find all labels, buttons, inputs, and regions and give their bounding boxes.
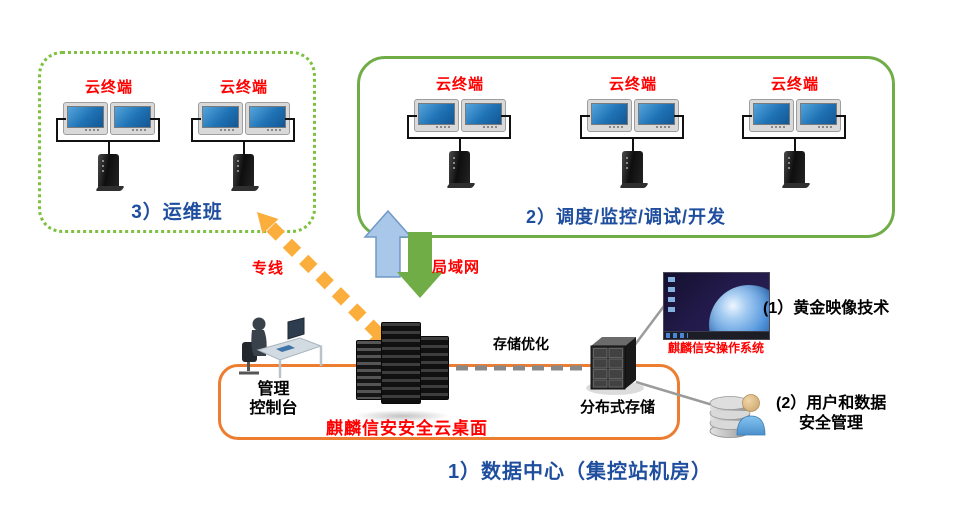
cloud-desktop-label: 麒麟信安安全云桌面 [326,419,488,438]
monitor-screen [67,106,104,128]
chair-post [247,362,250,371]
zone-ops-team: 云终端 云终端 3）运维班 [38,51,316,233]
keyboard [276,345,295,352]
cloud-terminal-label: 云终端 [608,76,657,93]
server-tower [356,340,382,400]
monitor-icon [634,99,679,132]
feature-golden-image-label: (1）黄金映像技术 [763,300,890,317]
cable-bracket [407,115,511,139]
admin-console-label: 管理 控制台 [231,380,316,418]
cloud-terminal-label: 云终端 [219,79,268,96]
monitor-buttons [771,126,786,128]
thin-client-icon [784,151,805,185]
monitor-screen [418,103,455,125]
database-cylinders [709,396,751,438]
monitor-icon [749,99,794,132]
monitor-icon [414,99,459,132]
storage-top-face [591,337,636,346]
admin-console-line1: 管理 [257,381,290,398]
dual-monitors [587,99,679,132]
cloud-terminal-group: 云终端 [189,76,299,192]
storage-drive-slots [593,348,623,388]
cable-bracket [742,115,846,139]
monitor-buttons [267,129,282,131]
monitor-screen [249,106,286,128]
feature-user-data-line1: (2）用户和数据 [776,395,887,412]
monitor-icon [461,99,506,132]
distributed-storage-label: 分布式存储 [579,399,655,416]
cable-stem [632,139,634,151]
zone-dispatch-label: 2）调度/监控/调试/开发 [525,207,726,227]
monitor-screen [638,103,675,125]
thin-client-icon [233,154,254,188]
private-line-label: 专线 [252,260,285,277]
server-tower [381,322,421,404]
feature-user-data-line2: 安全管理 [799,415,864,432]
cloud-terminal-label: 云终端 [435,76,484,93]
cloud-terminal-group: 云终端 [405,73,515,189]
monitor-screen [114,106,151,128]
datacenter-title: 1）数据中心（集控站机房） [447,461,713,483]
storage-side-face [625,337,636,389]
thin-client-icon [98,154,119,188]
cable-bracket [56,118,160,142]
monitor-buttons [85,129,100,131]
monitor-buttons [483,126,498,128]
monitor-icon [198,102,243,135]
cloud-terminal-group: 云终端 [578,73,688,189]
monitor-screen [753,103,790,125]
cloud-terminal-group: 云终端 [740,73,850,189]
monitor-buttons [436,126,451,128]
user-avatar [736,394,766,436]
cable-stem [243,142,245,154]
monitor-screen [202,106,239,128]
monitor-screen [591,103,628,125]
monitor-buttons [609,126,624,128]
desktop-icons [668,277,675,316]
cable-stem [794,139,796,151]
cloud-desktop-servers-icon [348,318,456,422]
monitor-buttons [220,129,235,131]
dual-monitors [414,99,506,132]
storage-optimization-label: 存储优化 [493,336,549,352]
monitor-screen [465,103,502,125]
admin-workstation-icon [239,317,323,378]
taskbar [664,331,769,339]
zone-dispatch: 云终端 云终端 云终端 [357,56,895,238]
cable-bracket [580,115,684,139]
server-tower [420,336,449,400]
cloud-terminal-group: 云终端 [54,76,164,192]
monitor-buttons [656,126,671,128]
monitor-icon [587,99,632,132]
monitor-buttons [132,129,147,131]
distributed-storage-icon [586,337,644,395]
cable-stem [108,142,110,154]
cable-stem [459,139,461,151]
monitor-icon [63,102,108,135]
kylinsec-os-screenshot [663,272,770,340]
cable-bracket [191,118,295,142]
dual-monitors [198,102,290,135]
cloud-terminal-label: 云终端 [84,79,133,96]
dual-monitors [749,99,841,132]
monitor-screen [800,103,837,125]
lan-label: 局域网 [432,259,481,276]
monitor-buttons [818,126,833,128]
thin-client-icon [449,151,470,185]
admin-console-line2: 控制台 [249,400,298,417]
user-database-icon [709,394,766,438]
feature-user-data-label: (2）用户和数据 安全管理 [776,394,886,434]
thin-client-icon [622,151,643,185]
os-name-label: 麒麟信安操作系统 [667,341,764,355]
cloud-terminal-label: 云终端 [770,76,819,93]
person-head [252,317,266,331]
zone-ops-label: 3）运维班 [131,202,223,223]
monitor-icon [245,102,290,135]
desk-monitor [287,317,305,340]
